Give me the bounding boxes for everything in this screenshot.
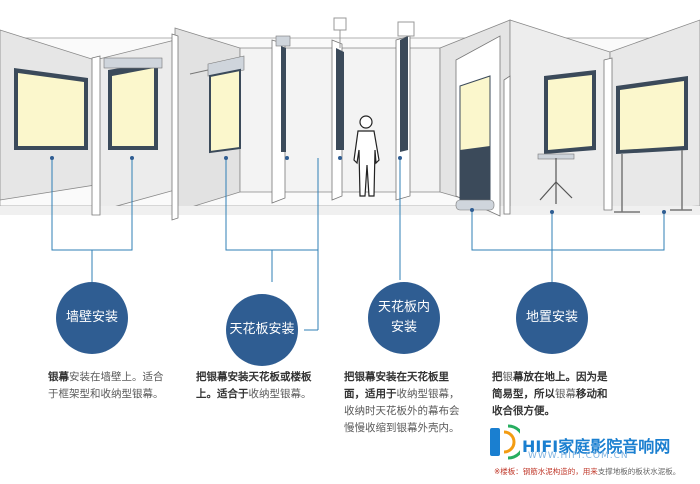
description-line: 慢慢收缩到银幕外壳内。 bbox=[344, 420, 460, 437]
description-text: 移动和 bbox=[576, 388, 608, 400]
floor-mount-description: 把银幕放在地上。因为是简易型，所以银幕移动和收合很方便。 bbox=[492, 369, 608, 420]
description-line: 简易型，所以银幕移动和 bbox=[492, 386, 608, 403]
description-line: 收纳时天花板外的幕布会 bbox=[344, 403, 460, 420]
in-ceiling-label: 天花板内 安装 bbox=[377, 300, 430, 335]
description-line: 银幕安装在墙壁上。适合 bbox=[48, 369, 164, 386]
floor-mount-label: 地置安装 bbox=[525, 310, 578, 325]
footnote-part1: 钢筋水泥构造的， bbox=[522, 467, 583, 476]
leader-dots bbox=[50, 156, 666, 214]
footnote-part2: 用来 bbox=[582, 467, 598, 476]
screen-floor-rollup bbox=[455, 75, 495, 211]
in-ceiling-circle: 天花板内 安装 bbox=[368, 282, 440, 354]
footnote: ※楼板：钢筋水泥构造的，用来支撑地板的板状水泥板。 bbox=[494, 466, 680, 477]
description-text: 收纳时天花板外的幕布会 bbox=[344, 405, 460, 417]
leader-lines bbox=[51, 158, 665, 331]
description-text: 收纳型银幕， bbox=[396, 388, 460, 400]
ceiling-mount-circle: 天花板安装 bbox=[226, 294, 298, 366]
in-ceiling-description: 把银幕安装在天花板里面，适用于收纳型银幕，收纳时天花板外的幕布会慢慢收缩到银幕外… bbox=[344, 369, 460, 437]
description-line: 上。适合于收纳型银幕。 bbox=[196, 386, 312, 403]
description-text: 收合很方便。 bbox=[492, 405, 555, 417]
description-line: 面，适用于收纳型银幕， bbox=[344, 386, 460, 403]
ceiling-mount-label: 天花板安装 bbox=[229, 322, 295, 337]
person-silhouette bbox=[353, 115, 380, 197]
wall-mount-description: 银幕安装在墙壁上。适合于框架型和收纳型银幕。 bbox=[48, 369, 164, 403]
screen-in-ceiling bbox=[333, 17, 415, 152]
description-text: 慢慢收缩到银幕外壳内。 bbox=[344, 422, 460, 434]
wall-mount-label: 墙壁安装 bbox=[65, 310, 118, 325]
description-text: 把银幕安装天花板或楼板 bbox=[196, 371, 312, 383]
description-text: 把银幕安装在天花板里 bbox=[344, 371, 449, 383]
brand-name: HIFI家庭影院音响网 bbox=[522, 437, 671, 456]
hifi-logo-icon bbox=[490, 424, 520, 460]
description-text: 收纳型银幕。 bbox=[248, 388, 312, 400]
description-text: 银 bbox=[502, 371, 514, 383]
screen-floor-tripod bbox=[537, 70, 596, 204]
description-line: 收合很方便。 bbox=[492, 403, 608, 420]
description-line: 把银幕放在地上。因为是 bbox=[492, 369, 608, 386]
description-text: 银幕 bbox=[48, 371, 69, 383]
wall-mount-circle: 墙壁安装 bbox=[56, 282, 128, 354]
description-text: 于框架型和收纳型银幕。 bbox=[48, 388, 164, 400]
screen-floor-frame bbox=[614, 76, 692, 213]
footnote-prefix: ※楼板： bbox=[494, 467, 523, 476]
description-line: 把银幕安装在天花板里 bbox=[344, 369, 460, 386]
description-line: 于框架型和收纳型银幕。 bbox=[48, 386, 164, 403]
screen-ceiling bbox=[189, 35, 291, 154]
description-text: 上。适合于 bbox=[196, 388, 249, 400]
screen-wall-right bbox=[103, 57, 163, 150]
description-text: 安装在墙壁上。适合 bbox=[69, 371, 164, 383]
screen-wall-left bbox=[14, 68, 88, 150]
description-text: 幕放在地上。因为是 bbox=[513, 371, 608, 383]
description-line: 把银幕安装天花板或楼板 bbox=[196, 369, 312, 386]
footnote-part3: 支撑地板的板状水泥板。 bbox=[597, 467, 681, 476]
description-text: 面，适用于 bbox=[344, 388, 397, 400]
ceiling-mount-description: 把银幕安装天花板或楼板上。适合于收纳型银幕。 bbox=[196, 369, 312, 403]
description-text: 简易型，所以 bbox=[492, 388, 555, 400]
description-text: 银幕 bbox=[555, 388, 576, 400]
description-text: 把 bbox=[492, 371, 503, 383]
brand-url: WWW.HIFI.COM.CN bbox=[528, 451, 629, 461]
floor-mount-circle: 地置安装 bbox=[516, 282, 588, 354]
